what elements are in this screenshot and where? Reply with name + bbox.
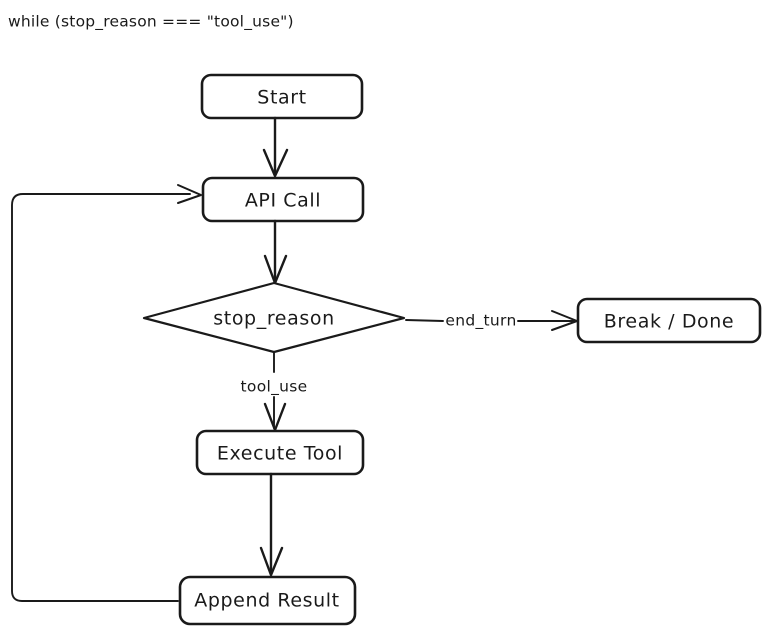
edge-start-to-api-arrowhead — [262, 148, 289, 178]
node-break-done[interactable]: Break / Done — [576, 297, 762, 344]
edge-api-to-decision — [263, 219, 288, 285]
node-execute-tool-shape[interactable] — [195, 429, 365, 476]
node-decision-stop-reason-shape[interactable] — [142, 281, 406, 354]
edge-label-end-turn: end_turn — [445, 312, 516, 331]
node-append-result-label: Append Result — [194, 590, 339, 612]
node-start-shape[interactable] — [200, 73, 364, 120]
node-execute-tool[interactable]: Execute Tool — [195, 429, 365, 476]
node-break-done-shape[interactable] — [576, 297, 762, 344]
edge-append-to-api — [11, 184, 202, 602]
node-decision-stop-reason[interactable]: stop_reason — [142, 281, 406, 354]
edge-decision-to-break-line-left — [405, 319, 444, 322]
node-append-result[interactable]: Append Result — [178, 575, 357, 626]
node-break-done-label: Break / Done — [604, 311, 734, 333]
edge-append-to-api-line — [11, 193, 191, 602]
node-api-call[interactable]: API Call — [201, 176, 365, 223]
node-append-result-shape[interactable] — [178, 575, 357, 626]
node-api-call-label: API Call — [245, 190, 321, 212]
node-api-call-shape[interactable] — [201, 176, 365, 223]
node-execute-tool-label: Execute Tool — [217, 443, 343, 465]
edge-decision-to-execute: tool_use — [241, 352, 308, 432]
edge-decision-to-execute-arrowhead — [263, 402, 287, 432]
edge-append-to-api-arrowhead — [177, 184, 202, 204]
node-start[interactable]: Start — [200, 73, 364, 120]
edge-execute-to-append-arrowhead — [259, 546, 284, 577]
node-decision-stop-reason-label: stop_reason — [213, 308, 334, 330]
edge-decision-to-break: end_turn — [405, 310, 578, 331]
edge-start-to-api — [262, 116, 289, 178]
edge-label-tool-use: tool_use — [241, 378, 308, 397]
node-start-label: Start — [257, 87, 306, 109]
edge-execute-to-append — [259, 472, 284, 577]
diagram-title: while (stop_reason === "tool_use") — [8, 13, 294, 32]
